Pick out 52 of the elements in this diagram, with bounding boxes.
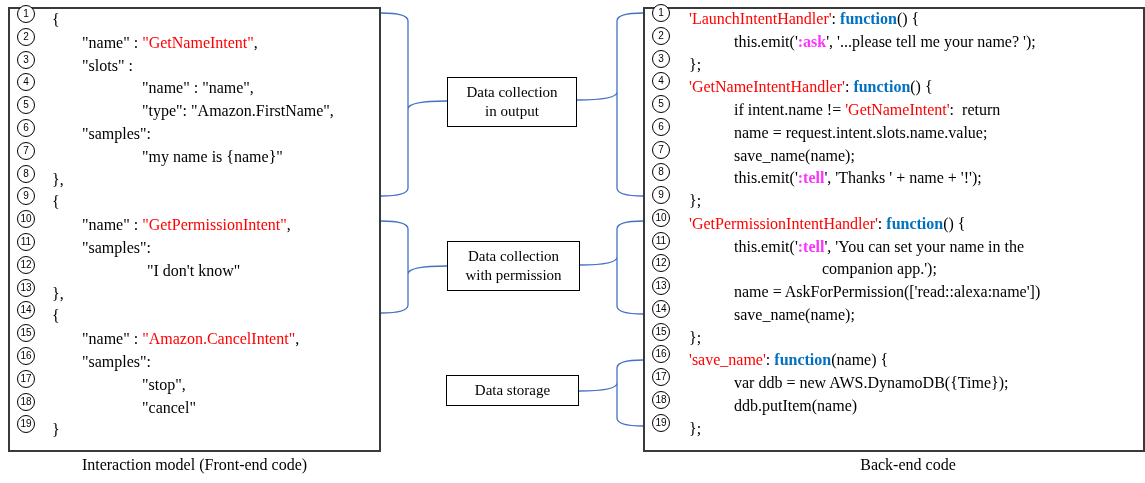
code-line: "name" : "GetPermissionIntent", — [82, 215, 291, 236]
code-line: save_name(name); — [734, 304, 855, 325]
code-line: }, — [52, 283, 64, 304]
box-label: Data collection in output — [465, 83, 559, 121]
code-line: "slots" : — [82, 55, 133, 76]
code-line: { — [52, 192, 60, 213]
code-line: "samples": — [82, 238, 152, 258]
code-line: "cancel" — [142, 397, 196, 418]
curly-brace — [380, 12, 448, 197]
code-line: this.emit(':tell', 'Thanks ' + name + '!'); — [734, 168, 982, 189]
code-line: { — [52, 10, 60, 30]
code-line: var ddb = new AWS.DynamoDB({Time}); — [734, 373, 1009, 393]
code-line: }; — [689, 54, 702, 75]
code-line: "my name is {name}" — [142, 146, 283, 167]
code-line: ddb.putItem(name) — [734, 395, 858, 416]
code-line: "samples": — [82, 352, 152, 372]
code-line: "I don't know" — [147, 260, 241, 281]
code-line: name = request.intent.slots.name.value; — [734, 122, 988, 143]
label-box — [447, 77, 577, 127]
code-line: "name" : "name", — [142, 78, 254, 99]
label-box — [446, 375, 579, 406]
code-line: 'save_name': function(name) { — [689, 350, 889, 371]
code-line: save_name(name); — [734, 145, 855, 166]
code-line: 'GetNameIntentHandler': function() { — [689, 77, 933, 98]
code-line: }, — [52, 169, 64, 190]
code-line: name = AskForPermission(['read::alexa:name']) — [734, 282, 1041, 302]
label-box — [447, 241, 580, 291]
code-line: "stop", — [142, 374, 186, 395]
curly-brace — [576, 12, 644, 197]
code-line: }; — [689, 418, 702, 439]
code-line: } — [52, 420, 60, 441]
code-line: this.emit(':tell', 'You can set your name in the — [734, 236, 1025, 257]
box-label: Data storage — [474, 381, 551, 400]
code-line: }; — [689, 327, 702, 348]
code-line: "name" : "Amazon.CancelIntent", — [82, 329, 300, 350]
code-line: companion app.'); — [822, 259, 937, 280]
curly-brace — [380, 220, 448, 314]
code-line: if intent.name != 'GetNameIntent': return — [734, 100, 1001, 120]
panel-caption: Interaction model (Front-end code) — [81, 456, 308, 473]
curly-brace — [578, 359, 644, 427]
code-line: { — [52, 306, 60, 327]
code-line: 'GetPermissionIntentHandler': function() { — [689, 213, 966, 234]
code-line: 'LaunchIntentHandler': function() { — [689, 9, 920, 29]
code-line: "samples": — [82, 124, 152, 144]
code-line: "type": "Amazon.FirstName", — [142, 101, 334, 122]
code-line: this.emit(':ask', '...please tell me your name? '); — [734, 31, 1036, 52]
panel-caption: Back-end code — [860, 456, 956, 473]
line-number: 1 — [652, 4, 670, 22]
curly-brace — [579, 220, 644, 315]
box-label: Data collection with permission — [464, 247, 563, 285]
code-line: }; — [689, 191, 702, 211]
code-line: "name" : "GetNameIntent", — [82, 32, 258, 53]
